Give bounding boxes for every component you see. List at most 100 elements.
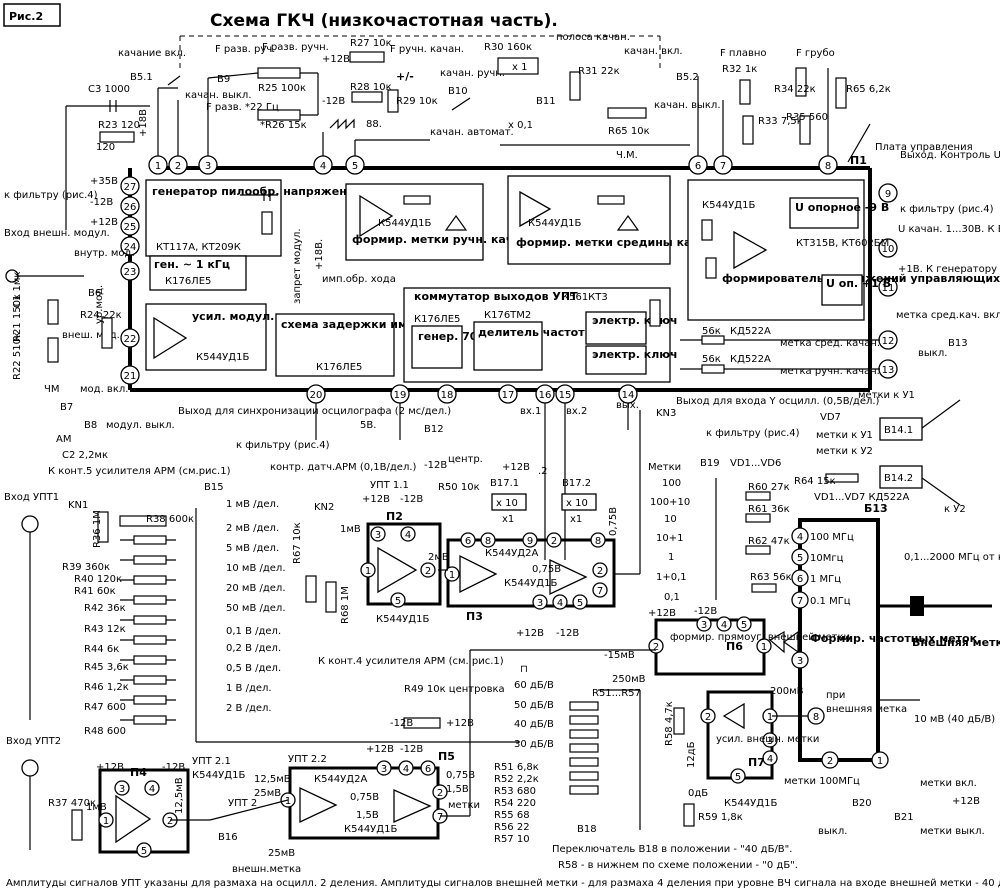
lbl-100mhz: 100 МГц xyxy=(810,532,854,543)
lbl-plus12-sync: +12В xyxy=(502,462,530,473)
lbl-plus18: +18В xyxy=(138,109,149,137)
lbl-r34: R34 22к xyxy=(774,84,816,95)
lbl-mark-mid-vkl: метка сред.кач. вкл. xyxy=(896,310,1000,321)
lbl-metki-p5: метки xyxy=(448,800,480,811)
lbl-to-filter-sync: к фильтру (рис.4) xyxy=(236,440,330,451)
svg-text:3: 3 xyxy=(767,736,773,747)
svg-text:1: 1 xyxy=(767,712,773,723)
u-ref-9: U опорное -9 В xyxy=(795,201,889,214)
svg-text:4: 4 xyxy=(403,764,409,775)
lbl-r49: R49 10к центровка xyxy=(404,684,505,695)
lbl-minus12-p5: -12В xyxy=(400,744,423,755)
lbl-marks100: метки 100МГц xyxy=(784,776,860,787)
lbl-r36: R36 1М xyxy=(92,510,103,548)
lbl-r23-val: 120 xyxy=(96,142,115,153)
svg-text:2: 2 xyxy=(653,642,659,653)
lbl-chm-top: Ч.М. xyxy=(616,150,638,161)
top-pins: 1 2 3 4 5 6 7 8 xyxy=(148,155,838,175)
svg-text:8: 8 xyxy=(595,536,601,547)
lbl-kachan-avtomat: качан. автомат. xyxy=(430,127,514,138)
lbl-r65: R65 10к xyxy=(608,126,650,137)
lbl-b11: В11 xyxy=(536,96,556,107)
lbl-kachan-vkl: качан. вкл. xyxy=(624,46,683,57)
lbl-to-filter-y: к фильтру (рис.4) xyxy=(706,428,800,439)
mid-marker-block: К544УД1Б формир. метки средины качания xyxy=(507,175,729,265)
lbl-x10a: х 10 xyxy=(496,498,518,509)
lbl-kachanie-vkl: качание вкл. xyxy=(118,48,186,59)
lbl-minus12-left: -12В xyxy=(90,197,113,208)
lbl-b8: В8 xyxy=(84,420,97,431)
lbl-db40: 40 дБ/В xyxy=(514,719,554,730)
lbl-plus12-left: +12В xyxy=(90,217,118,228)
lbl-r46: R46 1,2к xyxy=(84,682,129,693)
svg-text:9: 9 xyxy=(527,536,533,547)
svg-text:2: 2 xyxy=(827,756,833,767)
lbl-c2: С2 2,2мк xyxy=(62,450,108,461)
svg-text:6: 6 xyxy=(425,764,431,775)
p7-text: усил. внешн. метки xyxy=(716,734,819,745)
lbl-r67: R67 10к xyxy=(292,522,303,564)
svg-text:3: 3 xyxy=(119,784,125,795)
lbl-kachan-vykl: качан. выкл. xyxy=(185,90,252,101)
lbl-ur-mod: ур.мод. xyxy=(94,285,105,324)
svg-text:5: 5 xyxy=(735,772,741,783)
delay-part: К176ЛЕ5 xyxy=(316,362,362,373)
lbl-marks-vykl: метки выкл. xyxy=(920,826,985,837)
lbl-r50: R50 10к xyxy=(438,482,480,493)
lbl-vd: VD1...VD6 xyxy=(730,458,781,469)
lbl-r41: R41 60к xyxy=(74,586,116,597)
lbl-075-p5-out: 0,75В xyxy=(446,770,475,781)
lbl-x10b: х 10 xyxy=(566,498,588,509)
lbl-r22: R22 510к xyxy=(12,332,23,380)
lbl-five-v: 5В. xyxy=(360,420,376,431)
lbl-ext: внешняя метка xyxy=(826,704,907,715)
p3-part1: К544УД2А xyxy=(485,548,538,559)
lbl-am: АМ xyxy=(56,434,71,445)
svg-text:3: 3 xyxy=(797,656,803,667)
lbl-r60: R60 27к xyxy=(748,482,790,493)
lbl-r44: R44 6к xyxy=(84,644,119,655)
lbl-x1: х 1 xyxy=(512,62,527,73)
lbl-200mv: 200мВ xyxy=(770,686,804,697)
manual-marker-part: К544УД1Б xyxy=(378,218,431,229)
svg-text:5: 5 xyxy=(797,553,803,564)
lbl-b171: В17.1 xyxy=(490,478,519,489)
lbl-x01: х 0,1 xyxy=(508,120,533,131)
lbl-b141: В14.1 xyxy=(884,425,913,436)
svg-text:3: 3 xyxy=(537,598,543,609)
lbl-r53: R53 680 xyxy=(494,786,536,797)
pin-9: 9 xyxy=(885,189,891,200)
mark-10-1: 10+1 xyxy=(656,533,683,544)
mark-1-01: 1+0,1 xyxy=(656,572,687,583)
lbl-b18: В18 xyxy=(577,824,597,835)
pin-12: 12 xyxy=(882,336,895,347)
lbl-b9: В9 xyxy=(217,74,230,85)
lbl-vnutr-mod: внутр. мод. xyxy=(74,248,135,259)
p5-part1: К544УД2А xyxy=(314,774,367,785)
lbl-r27: R27 10к xyxy=(350,38,392,49)
pin-6: 6 xyxy=(695,161,701,172)
lbl-r51: R51 6,8к xyxy=(494,762,539,773)
svg-text:1: 1 xyxy=(761,642,767,653)
p6-text: формир. прямоуг. внешней метки xyxy=(670,632,850,643)
lbl-k-u2: к У2 xyxy=(944,504,966,515)
lbl-b16: В16 xyxy=(218,832,238,843)
range-2mv: 2 мВ /дел. xyxy=(226,523,279,534)
lbl-minus12-top: -12В xyxy=(322,96,345,107)
lbl-plus12-p3: +12В xyxy=(516,628,544,639)
pin-3: 3 xyxy=(205,161,211,172)
lbl-r28: R28 10к xyxy=(350,82,392,93)
svg-text:1: 1 xyxy=(877,756,883,767)
svg-text:5: 5 xyxy=(395,596,401,607)
range-50mv: 50 мВ /дел. xyxy=(226,603,286,614)
control-voltage-block: К544УД1Б U опорное -9 В КТ315В, КТ602БМ … xyxy=(687,179,1000,321)
lbl-10mhz: 10Мгц xyxy=(810,553,844,564)
range-01v: 0,1 В /дел. xyxy=(226,626,281,637)
lbl-mod-vkl: мод. вкл. xyxy=(80,384,128,395)
svg-text:1: 1 xyxy=(365,566,371,577)
gen-1khz-part: К176ЛЕ5 xyxy=(165,276,211,287)
lbl-out-y: Выход для входа Y осцилл. (0,5В/дел.) xyxy=(676,396,880,407)
lbl-minus15: -15мВ xyxy=(604,650,635,661)
lbl-25mv: 25мВ xyxy=(268,848,295,859)
svg-text:2: 2 xyxy=(437,788,443,799)
